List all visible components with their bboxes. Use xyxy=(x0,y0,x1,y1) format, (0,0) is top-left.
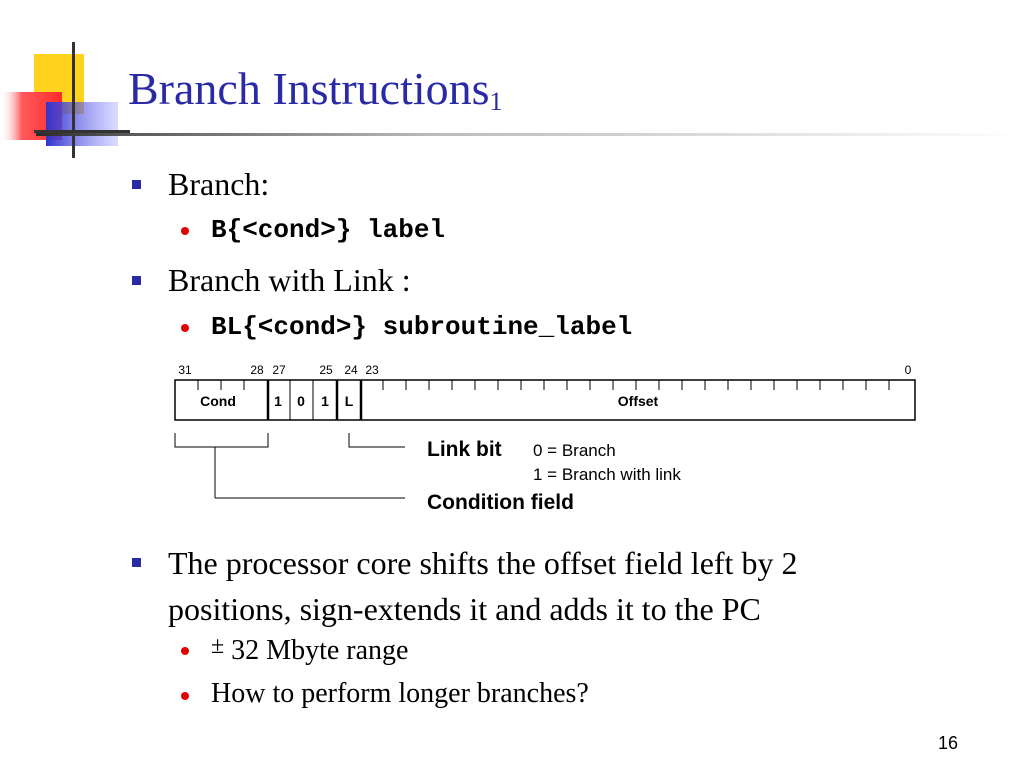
bit-number-25: 25 xyxy=(319,363,333,377)
page-number: 16 xyxy=(938,733,959,753)
link-bit-desc-0: 0 = Branch xyxy=(533,441,616,460)
bullet-square-icon xyxy=(132,180,141,189)
field-bit25: 1 xyxy=(321,393,329,409)
bullet-dot-icon xyxy=(181,647,189,655)
page-title-subscript: 1 xyxy=(489,87,503,116)
field-bit27: 1 xyxy=(274,393,282,409)
field-cond: Cond xyxy=(200,393,236,409)
code-text: B{<cond>} label xyxy=(211,215,446,245)
bullet-text: How to perform longer branches? xyxy=(211,678,589,709)
page-title-text: Branch Instructions xyxy=(128,63,490,114)
code-text: BL{<cond>} subroutine_label xyxy=(211,312,633,342)
slide-logo xyxy=(0,42,130,158)
title-underline xyxy=(36,133,1024,136)
field-link: L xyxy=(345,393,354,409)
instruction-word-box xyxy=(174,379,916,421)
bullet-square-icon xyxy=(132,276,141,285)
bullet-branch: Branch: xyxy=(132,166,270,203)
sub-bullet-longer-branches: How to perform longer branches? xyxy=(181,678,589,710)
leader-lines xyxy=(174,433,405,499)
bit-number-0: 0 xyxy=(905,363,912,377)
bullet-offset-explanation: The processor core shifts the offset fie… xyxy=(132,540,798,632)
sub-bullet-branch-syntax: B{<cond>} label xyxy=(181,213,446,245)
bit-number-23: 23 xyxy=(365,363,379,377)
condition-field-label: Condition field xyxy=(427,491,574,514)
branch-encoding-diagram: 31 28 27 25 24 23 0 Cond 1 0 1 L Offset xyxy=(174,363,916,514)
bullet-dot-icon xyxy=(181,227,189,235)
bullet-dot-icon xyxy=(181,692,189,700)
bullet-text: 32 Mbyte range xyxy=(224,635,409,666)
bit-number-24: 24 xyxy=(344,363,358,377)
bullet-text: Branch with Link : xyxy=(168,262,411,298)
bit-number-28: 28 xyxy=(250,363,264,377)
bullet-branch-with-link: Branch with Link : xyxy=(132,262,411,299)
bullet-dot-icon xyxy=(181,324,189,332)
plus-minus-icon: ± xyxy=(211,633,225,659)
page-title: Branch Instructions1 xyxy=(128,62,503,117)
bit-number-27: 27 xyxy=(272,363,286,377)
link-bit-label: Link bit xyxy=(427,438,502,461)
field-dividers xyxy=(266,380,363,420)
bullet-text-line-1: The processor core shifts the offset fie… xyxy=(168,545,798,581)
bullet-square-icon xyxy=(132,558,141,567)
bit-ticks xyxy=(197,380,890,390)
link-bit-desc-1: 1 = Branch with link xyxy=(533,465,681,484)
bullet-text-line-2: positions, sign-extends it and adds it t… xyxy=(168,591,761,627)
sub-bullet-range: ± 32 Mbyte range xyxy=(181,633,409,667)
sub-bullet-bl-syntax: BL{<cond>} subroutine_label xyxy=(181,310,633,342)
field-offset: Offset xyxy=(618,393,659,409)
bullet-text: Branch: xyxy=(168,166,270,202)
field-bit26: 0 xyxy=(297,393,305,409)
bit-number-31: 31 xyxy=(178,363,192,377)
